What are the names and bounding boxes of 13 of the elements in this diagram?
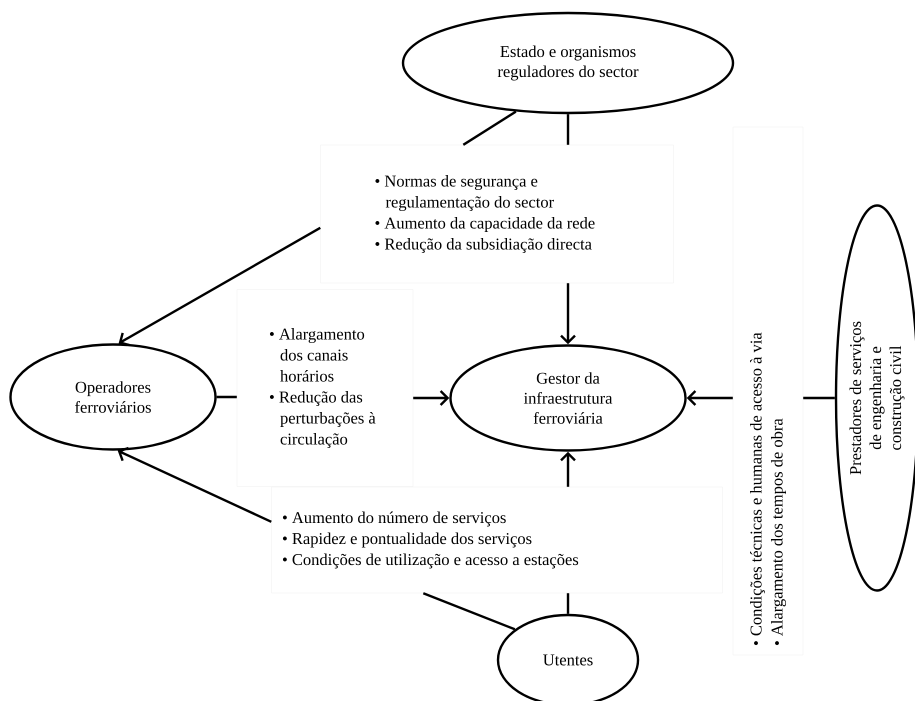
arrow (560, 283, 576, 344)
bullet-list-box: • Condições técnicas e humanas de acesso à via • Alargamento dos tempos de obra (732, 126, 804, 656)
ellipse-node: Gestor da infraestrutura ferroviária (449, 344, 687, 452)
arrow (560, 452, 576, 487)
bullet-list-box: • Aumento do número de serviços • Rapidez e pontualidade dos serviços • Condições de utilização e acesso a estações (271, 486, 723, 594)
ellipse-node: Operadores ferroviários (9, 343, 217, 451)
arrow (686, 390, 733, 406)
arrow (413, 390, 450, 406)
bullet-list-box: • Alargamento dos canais horários • Redução das perturbações à circulação (236, 289, 414, 487)
arrow (118, 446, 272, 523)
ellipse-node: Estado e organismos reguladores do sector (402, 12, 734, 114)
arrow (118, 226, 321, 346)
bullet-list-box: • Normas de segurança e regulamentação do sector • Aumento da capacidade da rede • Redução da subsidiação directa (320, 144, 674, 284)
